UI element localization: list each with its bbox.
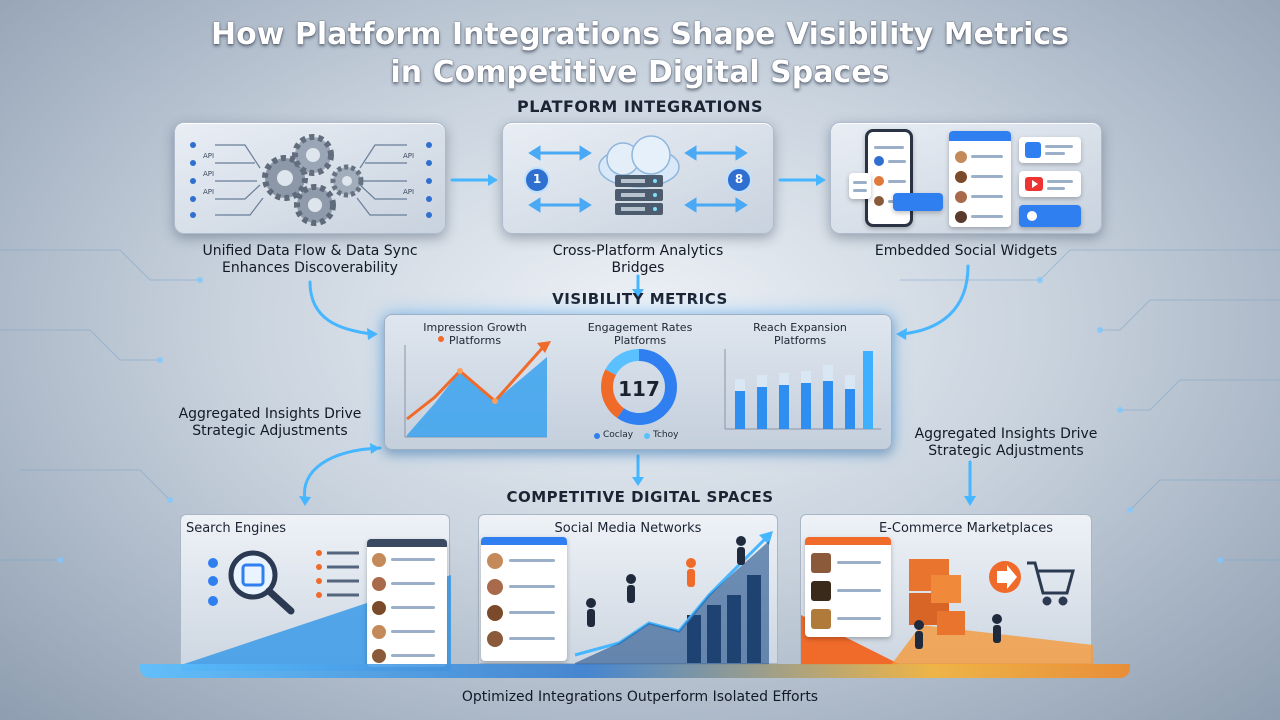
video-widget — [1019, 171, 1081, 197]
engagement-rates-title: Engagement Rates — [587, 321, 693, 334]
arrow-right-icon — [989, 561, 1021, 593]
legend-tchoy: Tchoy — [653, 430, 679, 440]
gears-illustration — [190, 134, 432, 226]
api-label: API — [203, 152, 215, 160]
api-label: API — [403, 152, 415, 160]
bridge-number-right: 8 — [734, 172, 744, 186]
section-competitive-spaces: COMPETITIVE DIGITAL SPACES — [506, 488, 774, 506]
widget-card-blue — [893, 193, 943, 211]
data-flow-caption: Unified Data Flow & Data Sync Enhances D… — [174, 243, 446, 277]
blog-widget — [1019, 137, 1081, 163]
impression-growth-chart — [404, 336, 551, 438]
runner-figures — [586, 536, 746, 627]
caption-line: Enhances Discoverability — [222, 260, 398, 276]
bridge-number-left: 1 — [532, 172, 542, 186]
side-note-left: Aggregated Insights Drive Strategic Adju… — [150, 406, 390, 440]
social-widgets-panel — [830, 122, 1102, 234]
widget-card-small — [849, 173, 871, 199]
share-widget — [1019, 205, 1081, 227]
analytics-bridge-panel: 1 8 — [502, 122, 774, 234]
page-title: How Platform Integrations Shape Visibili… — [0, 16, 1280, 92]
caption-line: Cross-Platform Analytics — [552, 243, 724, 259]
caption-line: Bridges — [611, 260, 665, 276]
data-flow-panel: API API API API API — [174, 122, 446, 234]
gear-icon — [262, 134, 364, 226]
side-note-right: Aggregated Insights Drive Strategic Adju… — [886, 426, 1126, 460]
side-note-line: Aggregated Insights Drive — [178, 406, 362, 422]
analytics-caption: Cross-Platform Analytics Bridges — [502, 243, 774, 277]
reach-expansion-title: Reach Expansion — [753, 321, 847, 334]
metrics-charts — [404, 336, 881, 439]
title-line-2: in Competitive Digital Spaces — [390, 55, 890, 90]
shopping-cart-icon — [1027, 561, 1075, 606]
section-platform-integrations: PLATFORM INTEGRATIONS — [517, 97, 763, 116]
ecommerce-title: E-Commerce Marketplaces — [878, 521, 1054, 536]
section-visibility-metrics: VISIBILITY METRICS — [552, 290, 728, 308]
impression-growth-subtitle: Platforms — [448, 334, 502, 347]
bridge-node-right — [726, 167, 752, 193]
engagement-rates-subtitle: Platforms — [613, 334, 667, 347]
reach-expansion-subtitle: Platforms — [773, 334, 827, 347]
bridge-node-left — [524, 167, 550, 193]
cloud-server-illustration — [524, 135, 752, 215]
feed-card — [949, 131, 1011, 227]
caption-line: Unified Data Flow & Data Sync — [202, 243, 418, 259]
social-media-title: Social Media Networks — [554, 521, 702, 536]
side-note-line: Aggregated Insights Drive — [914, 426, 1098, 442]
growth-illustration — [574, 531, 773, 665]
api-label: API — [203, 188, 215, 196]
footer-caption: Optimized Integrations Outperform Isolat… — [461, 689, 819, 705]
social-feed-card — [481, 537, 567, 661]
ecommerce-space: E-Commerce Marketplaces — [800, 514, 1093, 665]
side-note-line: Strategic Adjustments — [192, 423, 348, 439]
magnifier-icon — [228, 550, 295, 615]
social-media-space: Social Media Networks — [478, 514, 778, 665]
api-connectors-right — [426, 142, 432, 218]
platform-base — [140, 664, 1130, 678]
engagement-value: 117 — [618, 377, 660, 401]
title-line-1: How Platform Integrations Shape Visibili… — [210, 17, 1070, 52]
search-engines-space: Search Engines — [180, 514, 451, 671]
impression-growth-title: Impression Growth — [423, 321, 527, 334]
shopper-figures — [914, 614, 1002, 649]
reach-bars — [724, 349, 881, 430]
side-note-line: Strategic Adjustments — [928, 443, 1084, 459]
server-icon — [615, 175, 663, 215]
api-label: API — [403, 188, 415, 196]
search-engines-title: Search Engines — [185, 521, 287, 536]
search-results-card — [367, 539, 447, 667]
product-listing-card — [805, 537, 891, 637]
legend-coclay: Coclay — [603, 430, 634, 440]
engagement-donut — [594, 349, 677, 439]
widgets-caption: Embedded Social Widgets — [874, 243, 1058, 259]
api-connectors-left — [190, 142, 196, 218]
package-boxes — [909, 559, 965, 635]
api-label: API — [203, 170, 215, 178]
visibility-metrics-panel: Impression Growth Platforms Engagement R… — [384, 314, 892, 450]
